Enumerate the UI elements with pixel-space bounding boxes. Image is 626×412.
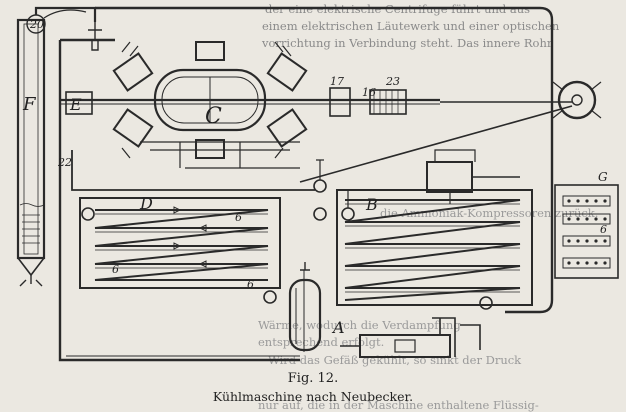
label-22: 22 [57, 156, 72, 169]
pipe-frame [58, 6, 554, 362]
text-line: nur auf, die in der Maschine enthaltene … [258, 398, 539, 412]
panel-g [554, 184, 619, 279]
label-17: 17 [330, 75, 344, 88]
label-23: 23 [385, 75, 400, 88]
crank-wheel [299, 80, 602, 183]
compressor-c [60, 41, 440, 169]
label-g: G [598, 170, 608, 184]
evaporator-b [336, 189, 533, 306]
label-16: 16 [362, 86, 376, 99]
text-line: einem elektrischen Läutewerk und einer o… [262, 19, 560, 33]
label-d: D [139, 194, 153, 213]
pump-cylinder [426, 149, 520, 204]
figure-number: Fig. 12. [287, 371, 339, 386]
column-f [16, 18, 46, 287]
label-20: 20 [29, 18, 44, 31]
label-6: 6 [247, 278, 254, 291]
condenser-d [79, 197, 281, 289]
text-line: die Ammoniak-Kompressoren zurück. [380, 206, 599, 220]
label-b: B [365, 195, 378, 214]
text-line: Wird das Gefäß gekühlt, so sinkt der Dru… [268, 353, 522, 367]
label-e: E [69, 95, 82, 114]
figure-caption: Kühlmaschine nach Neubecker. [212, 389, 414, 404]
label-f: F [22, 94, 37, 115]
label-6: 6 [235, 211, 242, 224]
label-6: 6 [600, 223, 607, 236]
label-6: 6 [112, 263, 119, 276]
valves [81, 159, 493, 310]
receiver-a [288, 262, 322, 352]
labels: 20 17 23 16 22 C E F D B A G 6 6 6 6 [22, 18, 608, 337]
text-line: Wärme, wodurch die Verdampfung [258, 318, 461, 332]
bottom-pump [340, 317, 481, 358]
label-c: C [205, 104, 222, 129]
label-a: A [331, 318, 345, 337]
text-line: vorrichtung in Verbindung steht. Das inn… [262, 36, 553, 50]
